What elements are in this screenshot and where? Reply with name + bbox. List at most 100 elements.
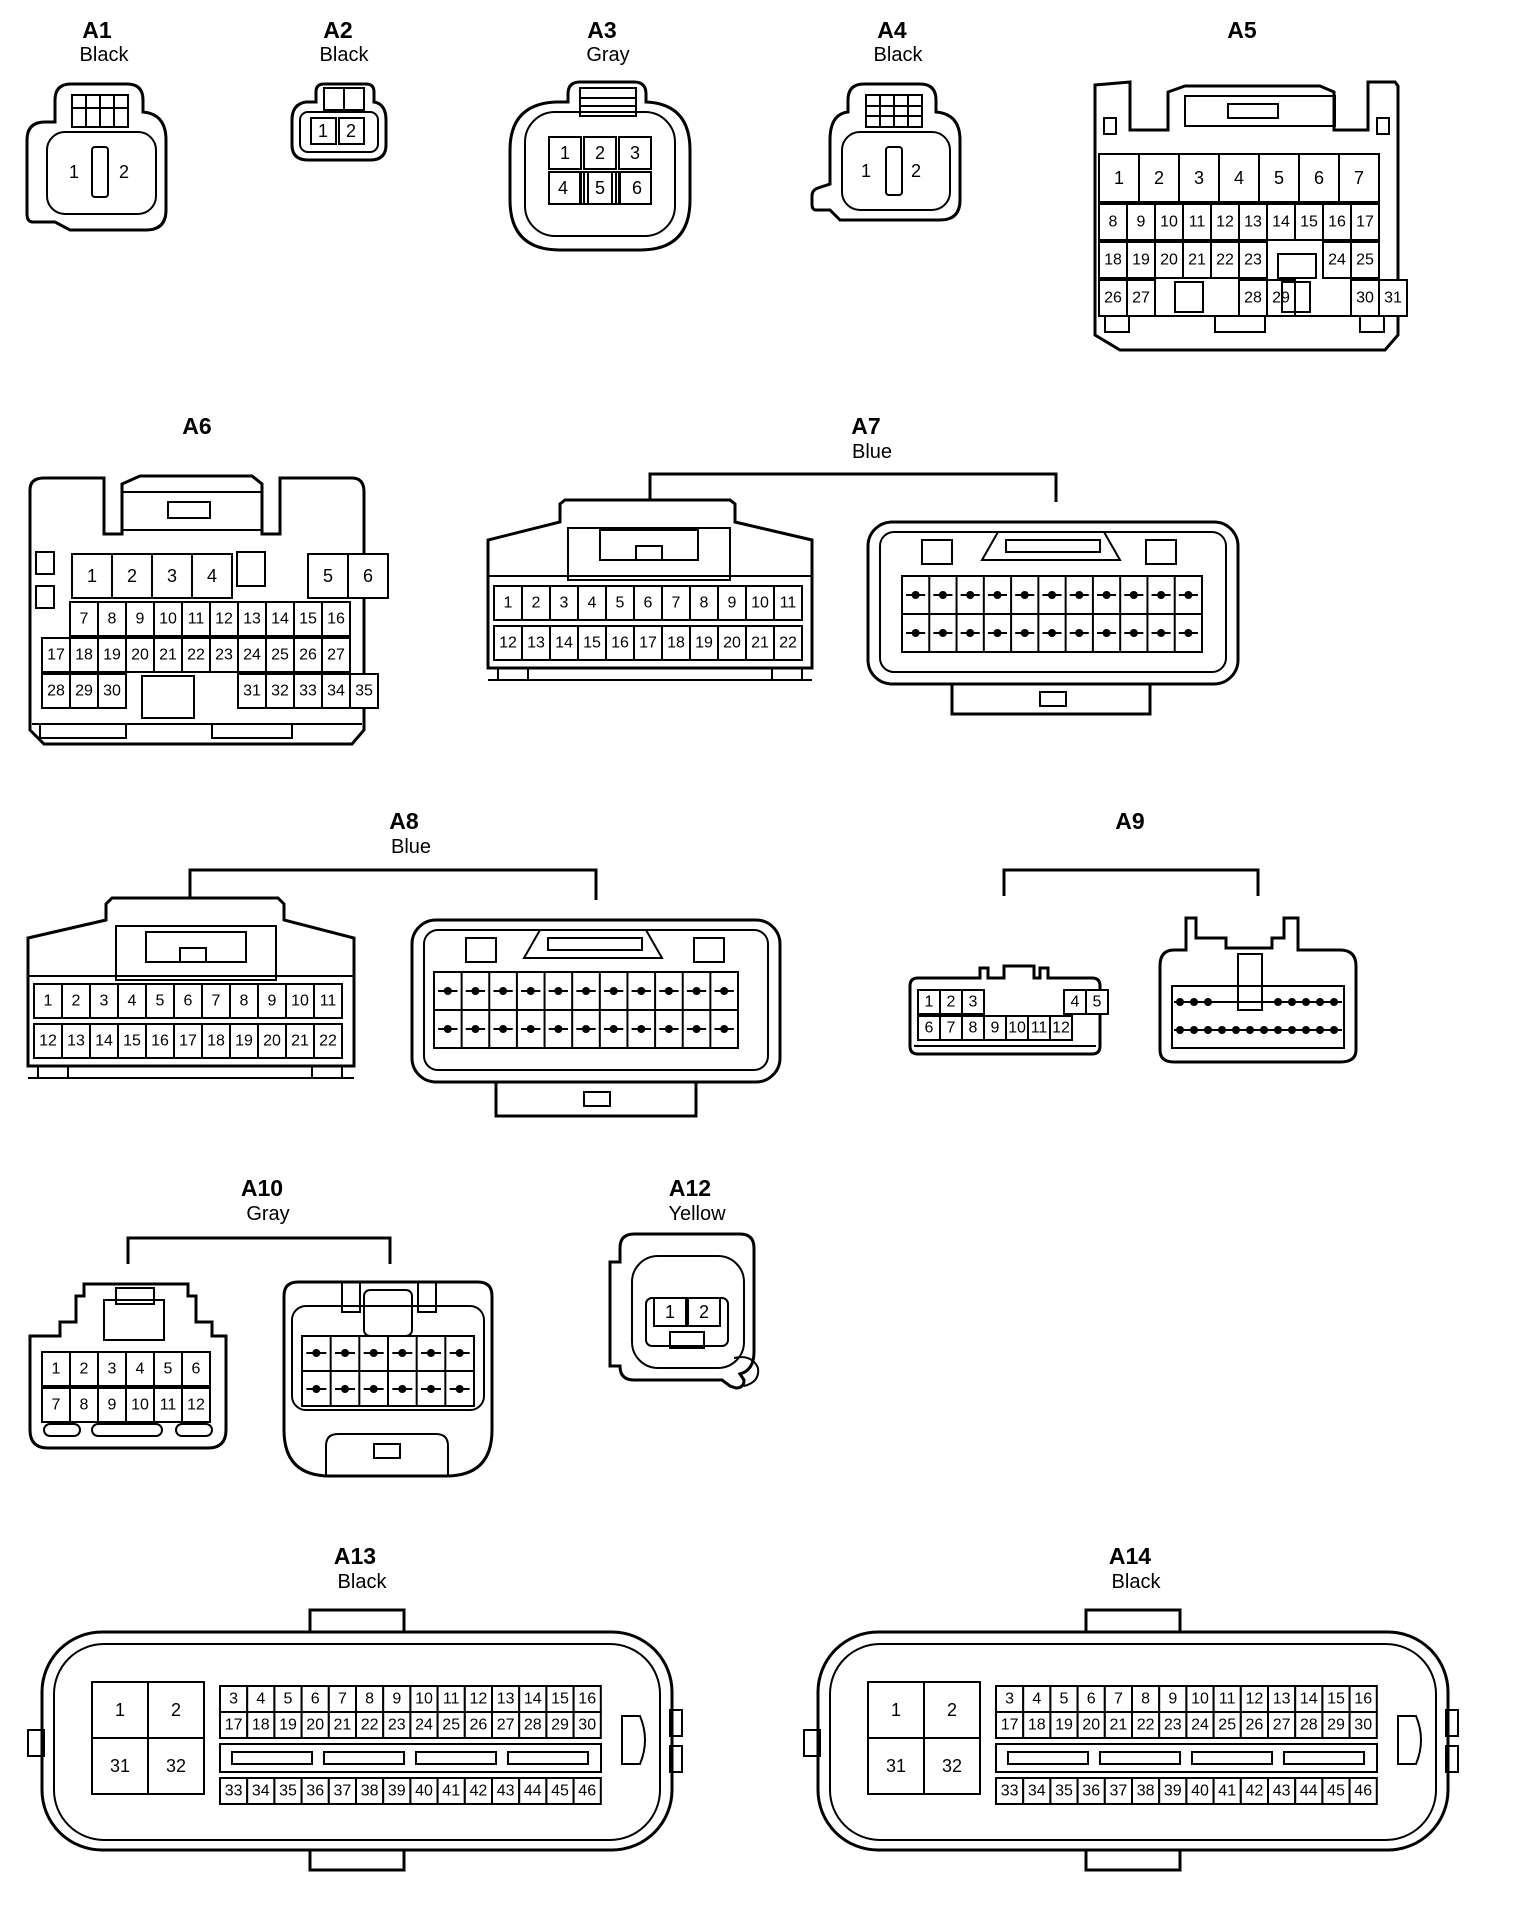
a9-pin: 7 [947, 1020, 956, 1037]
a14-pin: 19 [1055, 1717, 1073, 1734]
a6-pin: 29 [75, 683, 93, 700]
connector-a3: A3 Gray 1 2 3 4 5 6 [508, 17, 692, 252]
a14-pin: 11 [1219, 1691, 1236, 1708]
a7-rear-terminal [1102, 629, 1111, 637]
connector-a13-color: Black [338, 1571, 388, 1593]
a7-rear-terminal [1020, 629, 1029, 637]
a13-pin: 15 [551, 1691, 569, 1708]
a10-pin: 4 [136, 1361, 145, 1378]
a14-pin: 15 [1327, 1691, 1345, 1708]
a13-pin: 43 [497, 1783, 515, 1800]
a13-pin: 22 [361, 1717, 379, 1734]
connector-a3-id: A3 [587, 17, 616, 43]
a10-pin: 12 [187, 1397, 205, 1414]
a14-pin: 44 [1300, 1783, 1318, 1800]
a13-pin: 44 [524, 1783, 542, 1800]
a5-pin: 6 [1314, 168, 1324, 188]
a7-pin: 6 [644, 595, 653, 612]
a14-pin: 39 [1164, 1783, 1182, 1800]
a8-rear-terminal [720, 1025, 729, 1033]
a5-pin: 30 [1356, 290, 1374, 307]
a13-pin: 13 [497, 1691, 515, 1708]
a14-pin: 12 [1246, 1691, 1264, 1708]
a7-rear-terminal [1129, 591, 1138, 599]
a3-pin: 5 [595, 178, 605, 198]
connector-a14-id: A14 [1109, 1543, 1151, 1569]
connector-a8-id: A8 [389, 808, 419, 834]
a14-pin: 21 [1110, 1717, 1128, 1734]
connector-a12-id: A12 [669, 1175, 711, 1201]
a8-pin: 6 [184, 993, 193, 1010]
a7-rear-terminal [1184, 629, 1193, 637]
a8-pin: 15 [123, 1033, 141, 1050]
a8-pin: 1 [44, 993, 53, 1010]
a5-pin: 14 [1272, 214, 1290, 231]
a10-pin: 10 [131, 1397, 149, 1414]
a8-rear-terminal [499, 1025, 508, 1033]
a8-rear-terminal [692, 1025, 701, 1033]
a9-pin: 9 [991, 1020, 1000, 1037]
a5-pin: 3 [1194, 168, 1204, 188]
connector-a12: A12 Yellow 1 2 [608, 1175, 760, 1390]
a6-pin: 3 [167, 566, 177, 586]
a6-pin: 34 [327, 683, 345, 700]
a10-rear-terminal [369, 1385, 378, 1393]
a14-pin: 1 [891, 1700, 901, 1720]
a14-pin: 43 [1273, 1783, 1291, 1800]
a3-pin: 4 [558, 178, 568, 198]
a13-pin: 23 [388, 1717, 406, 1734]
a7-pin: 21 [751, 635, 769, 652]
a7-rear-terminal [911, 629, 920, 637]
a14-pin: 42 [1246, 1783, 1264, 1800]
connector-a7-color: Blue [852, 441, 892, 463]
a8-rear-terminal [471, 987, 480, 995]
a6-pin: 20 [131, 647, 149, 664]
a14-pin: 5 [1060, 1691, 1069, 1708]
a13-pin: 36 [306, 1783, 324, 1800]
a5-pin: 13 [1244, 214, 1262, 231]
a5-pin: 2 [1154, 168, 1164, 188]
a6-pin: 4 [207, 566, 217, 586]
a14-pin: 3 [1005, 1691, 1014, 1708]
a6-pin: 35 [355, 683, 373, 700]
a6-pin: 13 [243, 611, 261, 628]
a9-pin: 1 [925, 994, 934, 1011]
a8-rear-terminal [554, 987, 563, 995]
a10-rear-terminal [341, 1385, 349, 1393]
a8-rear-terminal [692, 987, 701, 995]
a7-pin: 8 [700, 595, 709, 612]
a14-pin: 46 [1354, 1783, 1372, 1800]
a5-pin: 18 [1104, 252, 1122, 269]
a10-pin: 1 [52, 1361, 61, 1378]
a7-rear-terminal [1129, 629, 1138, 637]
a1-pin: 1 [69, 162, 79, 182]
a10-rear-terminal [398, 1385, 407, 1393]
a14-pin: 34 [1028, 1783, 1046, 1800]
a13-pin: 11 [443, 1691, 460, 1708]
a14-pin: 30 [1354, 1717, 1372, 1734]
a5-pin: 1 [1114, 168, 1124, 188]
connector-a8-color: Blue [391, 836, 431, 858]
a9-pin: 4 [1071, 994, 1080, 1011]
a13-pin: 29 [551, 1717, 569, 1734]
a13-pin: 4 [256, 1691, 265, 1708]
a14-pin: 10 [1191, 1691, 1209, 1708]
a8-pin: 17 [179, 1033, 197, 1050]
connector-a12-color: Yellow [668, 1203, 726, 1225]
a8-pin: 21 [291, 1033, 309, 1050]
a6-pin: 11 [188, 611, 205, 628]
a5-pin: 5 [1274, 168, 1284, 188]
a8-rear-terminal [637, 987, 646, 995]
connector-a5-id: A5 [1227, 17, 1257, 43]
a8-pin: 19 [235, 1033, 253, 1050]
a6-pin: 6 [363, 566, 373, 586]
a8-rear-terminal [609, 987, 618, 995]
a14-pin: 2 [947, 1700, 957, 1720]
a5-pin: 17 [1356, 214, 1374, 231]
a3-pin: 2 [595, 143, 605, 163]
a10-rear-terminal [427, 1385, 435, 1393]
